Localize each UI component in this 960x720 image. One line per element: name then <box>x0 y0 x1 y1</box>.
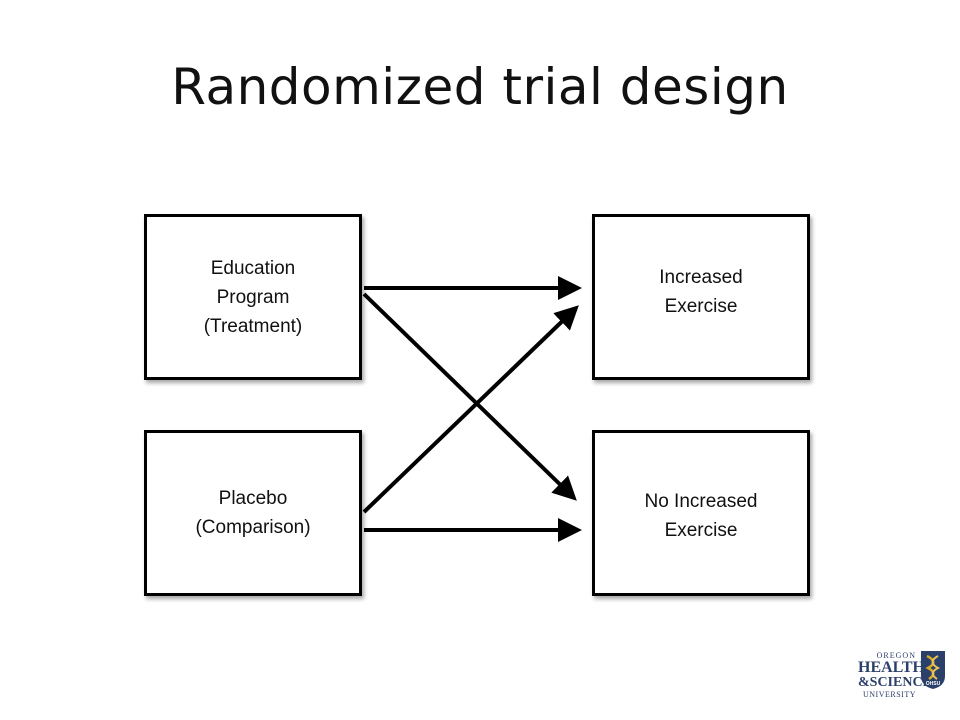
slide-title: Randomized trial design <box>171 58 789 116</box>
comparison-box: Placebo (Comparison) <box>144 430 362 596</box>
ohsu-shield-icon: OHSU <box>921 651 945 689</box>
no-increased-exercise-box: No Increased Exercise <box>592 430 810 596</box>
treatment-label: Education Program (Treatment) <box>203 257 303 337</box>
logo-line-science: &SCIENCE <box>858 675 932 690</box>
arrow-comparison-to-increased <box>362 305 579 514</box>
no-increased-exercise-label: No Increased Exercise <box>644 491 758 541</box>
treatment-box: Education Program (Treatment) <box>144 214 362 380</box>
arrow-treatment-to-no-increased <box>362 292 577 501</box>
comparison-label: Placebo (Comparison) <box>195 488 311 538</box>
ohsu-logo: OREGON HEALTH &SCIENCE UNIVERSITY OHSU <box>858 650 948 712</box>
logo-line-university: UNIVERSITY <box>863 690 916 699</box>
increased-exercise-box: Increased Exercise <box>592 214 810 380</box>
logo-line-oregon: OREGON <box>876 651 916 660</box>
logo-badge: OHSU <box>926 681 941 687</box>
logo-line-health: HEALTH <box>858 659 925 676</box>
logo-wordmark: OREGON HEALTH &SCIENCE UNIVERSITY <box>858 650 932 699</box>
increased-exercise-label: Increased Exercise <box>659 267 743 317</box>
